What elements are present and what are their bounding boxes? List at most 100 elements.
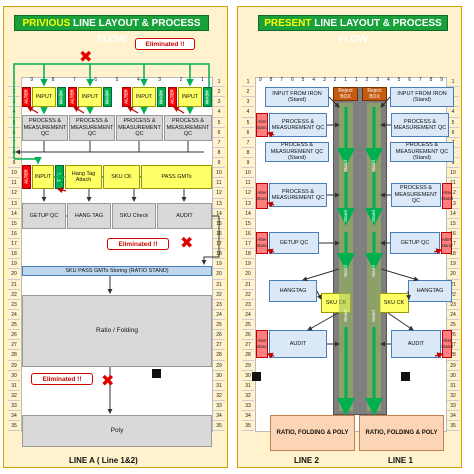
row-number: 2 bbox=[213, 87, 225, 98]
present-process-qc-stand-left: PROCESS & MEASUREMENT QC (Stand) bbox=[265, 142, 329, 162]
row-number: 24 bbox=[213, 310, 225, 320]
row-number: 17 bbox=[447, 239, 459, 250]
row-number: 17 bbox=[242, 239, 254, 250]
prev-poly: Poly bbox=[22, 415, 212, 447]
row-number: 9 bbox=[213, 158, 225, 169]
row-number: 32 bbox=[213, 391, 225, 401]
present-stand-right-3: Stand bbox=[370, 265, 376, 277]
row-number: 10 bbox=[213, 168, 225, 179]
present-reject-box-right: Reject BOX bbox=[362, 87, 387, 101]
row-number: 32 bbox=[242, 391, 254, 401]
prev-eliminated-callout-3: Eliminated !! bbox=[31, 373, 93, 385]
column-number: 1 bbox=[200, 77, 204, 83]
row-number: 16 bbox=[242, 229, 254, 239]
present-alter-stand-4: Alter Stand bbox=[256, 232, 268, 254]
row-number: 24 bbox=[447, 310, 459, 320]
row-number: 1 bbox=[447, 77, 459, 88]
present-alter-stand-7: Alter Stand bbox=[441, 330, 453, 358]
row-number: 34 bbox=[213, 411, 225, 422]
row-number: 11 bbox=[242, 178, 254, 189]
row-number: 33 bbox=[8, 401, 20, 412]
row-number: 28 bbox=[213, 350, 225, 361]
row-number: 19 bbox=[242, 259, 254, 270]
prev-input-4: INPUT bbox=[178, 87, 202, 107]
row-number: 11 bbox=[447, 178, 459, 189]
row-number: 19 bbox=[447, 259, 459, 270]
present-audit-left: AUDIT bbox=[269, 330, 327, 358]
row-number: 29 bbox=[8, 361, 20, 371]
row-number: 27 bbox=[8, 340, 20, 351]
present-process-qc-stand-right: PROCESS & MEASUREMENT QC (Stand) bbox=[390, 142, 454, 162]
row-number: 25 bbox=[8, 320, 20, 331]
row-number: 30 bbox=[447, 371, 459, 381]
row-number: 1 bbox=[242, 77, 254, 88]
row-number: 35 bbox=[8, 421, 20, 432]
row-number: 28 bbox=[242, 350, 254, 361]
present-hangtag-right: HANGTAG bbox=[408, 280, 452, 302]
row-number: 11 bbox=[213, 178, 225, 189]
row-number: 32 bbox=[8, 391, 20, 401]
prev-input-2: INPUT bbox=[78, 87, 102, 107]
row-number: 26 bbox=[447, 330, 459, 341]
row-number: 25 bbox=[242, 320, 254, 331]
prev-process-qc-3: PROCESS & MEASUREMENT QC bbox=[116, 115, 163, 141]
previous-title-keyword: PRIVIOUS bbox=[22, 18, 71, 29]
present-flow-lines bbox=[266, 96, 444, 416]
column-number: 3 bbox=[322, 77, 326, 83]
row-number: 22 bbox=[242, 290, 254, 300]
column-number: 8 bbox=[269, 77, 273, 83]
prev-input-1: INPUT bbox=[32, 87, 56, 107]
present-alter-stand-1: Alter Stand bbox=[256, 113, 268, 137]
present-stand-right-2: Stand bbox=[370, 210, 376, 222]
prev-process-qc-1: PROCESS & MEASUREMENT QC bbox=[22, 115, 68, 141]
prev-eliminated-callout-1: Eliminated !! bbox=[135, 38, 195, 50]
row-number: 13 bbox=[8, 199, 20, 209]
row-number: 4 bbox=[242, 107, 254, 118]
row-number: 21 bbox=[8, 280, 20, 290]
row-number: 14 bbox=[8, 209, 20, 219]
row-number: 31 bbox=[8, 381, 20, 391]
row-number: 15 bbox=[242, 219, 254, 229]
row-number: 20 bbox=[447, 269, 459, 280]
column-number: 6 bbox=[408, 77, 412, 83]
row-number: 29 bbox=[213, 361, 225, 371]
column-number: 3 bbox=[376, 77, 380, 83]
present-title: PRESENT LINE LAYOUT & PROCESS FLOW bbox=[258, 15, 448, 45]
column-number: 8 bbox=[51, 77, 55, 83]
row-number: 28 bbox=[447, 350, 459, 361]
prev-hang-tag-attach: Hang Tag Attach bbox=[65, 165, 102, 189]
column-number: 7 bbox=[418, 77, 422, 83]
present-process-qc-1: PROCESS & MEASUREMENT QC bbox=[269, 113, 327, 137]
row-number: 3 bbox=[213, 97, 225, 108]
present-title-keyword: PRESENT bbox=[264, 18, 312, 29]
present-reject-box-left: Reject BOX bbox=[333, 87, 358, 101]
row-number: 12 bbox=[8, 188, 20, 199]
present-stand-right-1: Stand bbox=[370, 160, 376, 172]
row-number: 27 bbox=[447, 340, 459, 351]
row-number: 34 bbox=[8, 411, 20, 422]
row-number: 26 bbox=[242, 330, 254, 341]
row-number: 23 bbox=[447, 300, 459, 310]
row-number: 16 bbox=[447, 229, 459, 239]
row-number: 23 bbox=[242, 300, 254, 310]
row-number: 5 bbox=[242, 118, 254, 128]
row-number: 20 bbox=[242, 269, 254, 280]
column-number: 4 bbox=[312, 77, 316, 83]
row-number: 9 bbox=[8, 158, 20, 169]
column-number: 9 bbox=[30, 77, 34, 83]
row-number: 11 bbox=[8, 178, 20, 189]
row-number: 14 bbox=[447, 209, 459, 219]
prev-black-marker bbox=[152, 369, 161, 378]
row-number: 22 bbox=[447, 290, 459, 300]
row-number: 4 bbox=[213, 107, 225, 118]
column-number: 7 bbox=[72, 77, 76, 83]
row-number: 28 bbox=[8, 350, 20, 361]
prev-getup-qc: GETUP QC bbox=[22, 203, 66, 229]
prev-process-qc-2: PROCESS & MEASUREMENT QC bbox=[69, 115, 115, 141]
present-footer-line2: LINE 2 bbox=[294, 456, 319, 465]
present-alter-stand-3: Alter Stand bbox=[441, 183, 453, 209]
present-black-marker-right bbox=[401, 372, 410, 381]
row-number: 1 bbox=[213, 77, 225, 88]
